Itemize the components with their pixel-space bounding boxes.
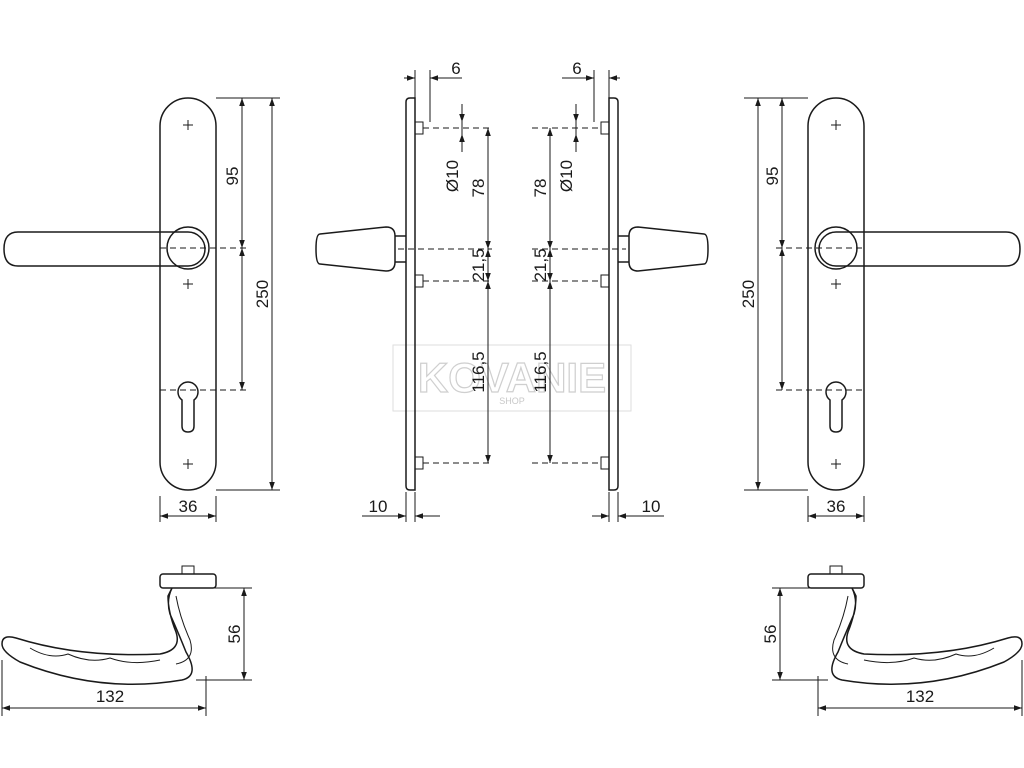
dim-d10-right: Ø10 bbox=[557, 160, 576, 192]
dim-78-right: 78 bbox=[531, 179, 550, 198]
dim-78-left: 78 bbox=[469, 179, 488, 198]
dim-36-left: 36 bbox=[179, 497, 198, 516]
keyhole bbox=[825, 381, 847, 433]
lever-handle bbox=[818, 231, 1021, 267]
dim-56-left: 56 bbox=[225, 625, 244, 644]
front-view-left: 95 250 36 bbox=[3, 97, 280, 522]
dim-250-left: 250 bbox=[253, 280, 272, 308]
rosette-top bbox=[807, 573, 865, 589]
dim-95-left: 95 bbox=[223, 167, 242, 186]
rosette-top bbox=[159, 573, 217, 589]
lever-top bbox=[831, 587, 1023, 686]
dim-6-left: 6 bbox=[451, 59, 460, 78]
dim-d10-left: Ø10 bbox=[443, 160, 462, 192]
dim-10-left: 10 bbox=[369, 497, 388, 516]
dim-36-right: 36 bbox=[827, 497, 846, 516]
front-view-right: 95 250 36 bbox=[739, 97, 1021, 522]
keyhole bbox=[177, 381, 199, 433]
watermark: KOVANIE SHOP bbox=[392, 344, 632, 412]
backplate-side bbox=[405, 97, 416, 491]
side-view-left: 6 Ø10 78 21,5 116,5 10 bbox=[315, 59, 492, 522]
watermark-sub: SHOP bbox=[499, 396, 525, 406]
top-view-right: 56 132 bbox=[761, 565, 1023, 716]
dim-116-5-left: 116,5 bbox=[469, 351, 488, 392]
backplate-outline bbox=[807, 97, 865, 491]
dim-132-right: 132 bbox=[906, 687, 934, 706]
lever-top bbox=[1, 587, 193, 686]
watermark-brand: KOVANIE bbox=[418, 354, 606, 401]
lever-handle bbox=[3, 231, 206, 267]
lever-side bbox=[315, 226, 396, 272]
backplate-side bbox=[608, 97, 619, 491]
rosette bbox=[166, 226, 210, 270]
dim-116-5-right: 116,5 bbox=[531, 351, 550, 392]
top-view-left: 56 132 bbox=[1, 565, 252, 716]
dim-21-5-left: 21,5 bbox=[469, 248, 488, 281]
dim-95-right: 95 bbox=[763, 167, 782, 186]
dim-250-right: 250 bbox=[739, 280, 758, 308]
dim-21-5-right: 21,5 bbox=[531, 248, 550, 281]
backplate-outline bbox=[159, 97, 217, 491]
dim-132-left: 132 bbox=[96, 687, 124, 706]
dim-56-right: 56 bbox=[761, 625, 780, 644]
side-view-right: 6 Ø10 78 21,5 116,5 10 bbox=[531, 59, 709, 522]
lever-side bbox=[628, 226, 709, 272]
dim-6-right: 6 bbox=[572, 59, 581, 78]
dim-10-right: 10 bbox=[642, 497, 661, 516]
